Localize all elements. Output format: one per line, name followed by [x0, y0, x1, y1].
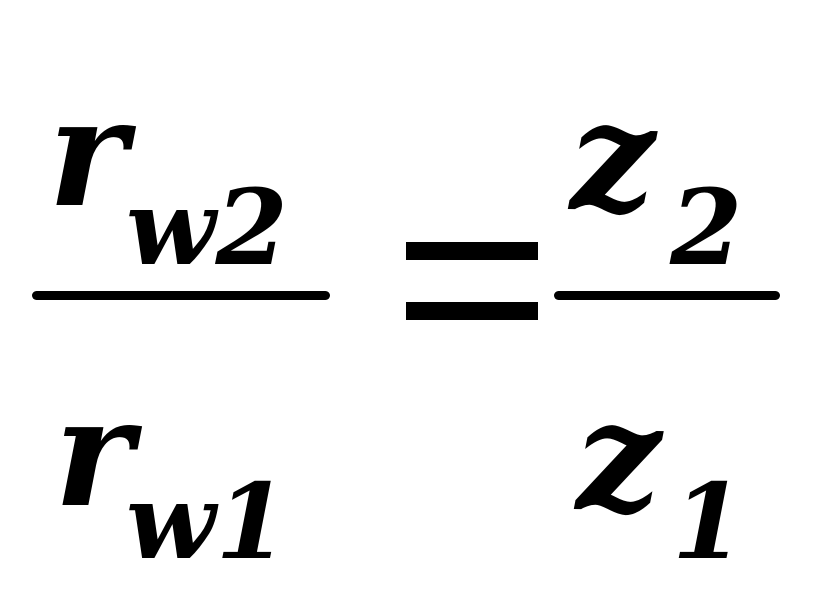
equals-top-bar: [406, 242, 538, 260]
right-denominator-base: z: [576, 369, 662, 545]
right-denominator-subscript: 1: [672, 460, 745, 583]
left-fraction-bar: [32, 291, 330, 300]
right-numerator-subscript: 2: [670, 166, 743, 289]
left-denominator-subscript: w1: [126, 460, 288, 583]
left-numerator-base: r: [48, 65, 128, 241]
right-numerator-base: z: [570, 69, 656, 245]
right-fraction-bar: [554, 291, 780, 300]
left-denominator-base: r: [54, 365, 134, 541]
equals-bottom-bar: [406, 302, 538, 320]
left-numerator-subscript: w2: [126, 166, 288, 289]
